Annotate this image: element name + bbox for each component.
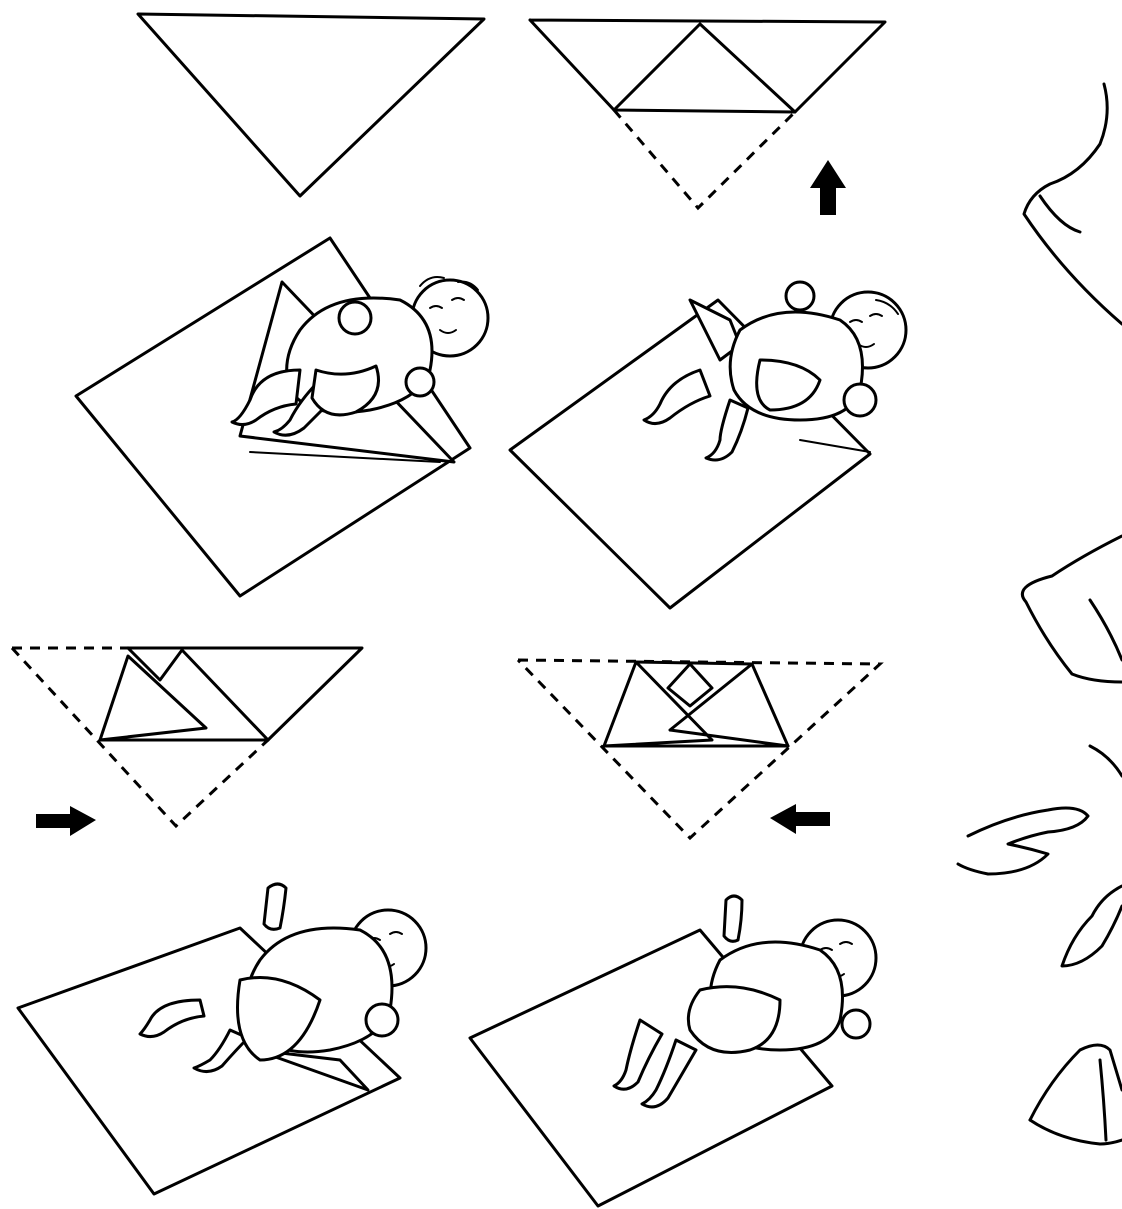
arrow-up-icon [810, 160, 846, 215]
partial-illustration-right-3 [958, 746, 1122, 966]
baby-illustration-step-2 [510, 282, 906, 608]
arrow-left-icon [770, 804, 830, 834]
baby-figure [614, 896, 876, 1107]
baby-illustration-step-4 [470, 896, 876, 1206]
fold-diagram-step-3 [12, 648, 362, 826]
baby-figure [140, 884, 426, 1072]
fold-diagram-step-4 [518, 660, 880, 838]
partial-illustration-right-2 [1022, 536, 1122, 682]
fold-diagram-step-1 [138, 14, 484, 196]
baby-illustration-step-1 [76, 238, 488, 596]
partial-illustration-right-4 [1030, 1045, 1122, 1144]
partial-illustration-right-1 [1024, 84, 1122, 324]
arrow-right-icon [36, 806, 96, 836]
baby-figure [644, 282, 906, 460]
baby-illustration-step-3 [18, 884, 426, 1194]
